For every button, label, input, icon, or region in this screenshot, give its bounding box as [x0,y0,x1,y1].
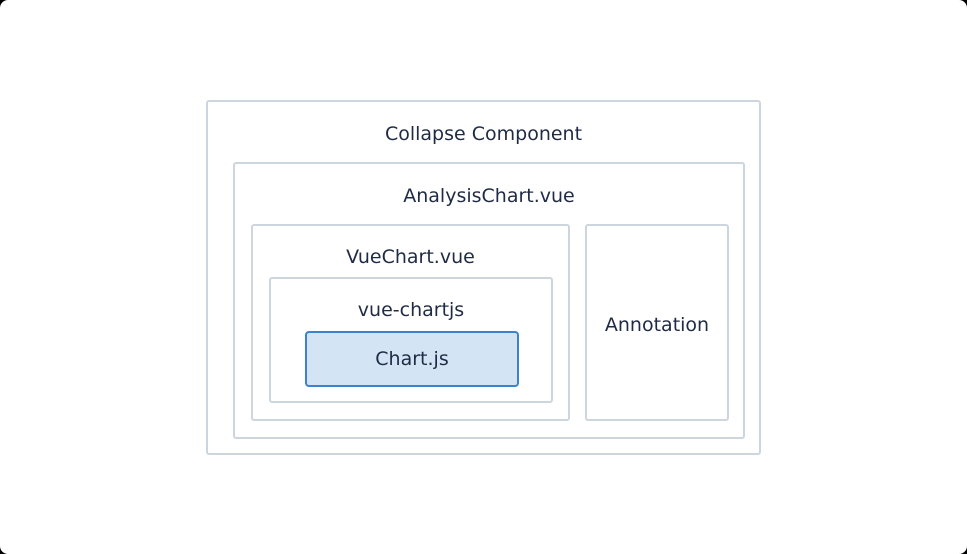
vue-chartjs-label: vue-chartjs [357,299,465,321]
vue-chart-box: VueChart.vue vue-chartjs Chart.js [251,224,570,421]
collapse-component-box: Collapse Component AnalysisChart.vue Vue… [206,100,761,455]
chartjs-box: Chart.js [305,331,519,387]
annotation-box: Annotation [585,224,729,421]
collapse-component-label: Collapse Component [384,123,583,145]
analysis-chart-label: AnalysisChart.vue [403,185,575,207]
vue-chartjs-box: vue-chartjs Chart.js [269,277,553,403]
chartjs-label: Chart.js [375,348,449,370]
analysis-chart-box: AnalysisChart.vue VueChart.vue vue-chart… [233,162,745,439]
annotation-label: Annotation [604,314,710,336]
vue-chart-label: VueChart.vue [346,246,475,268]
